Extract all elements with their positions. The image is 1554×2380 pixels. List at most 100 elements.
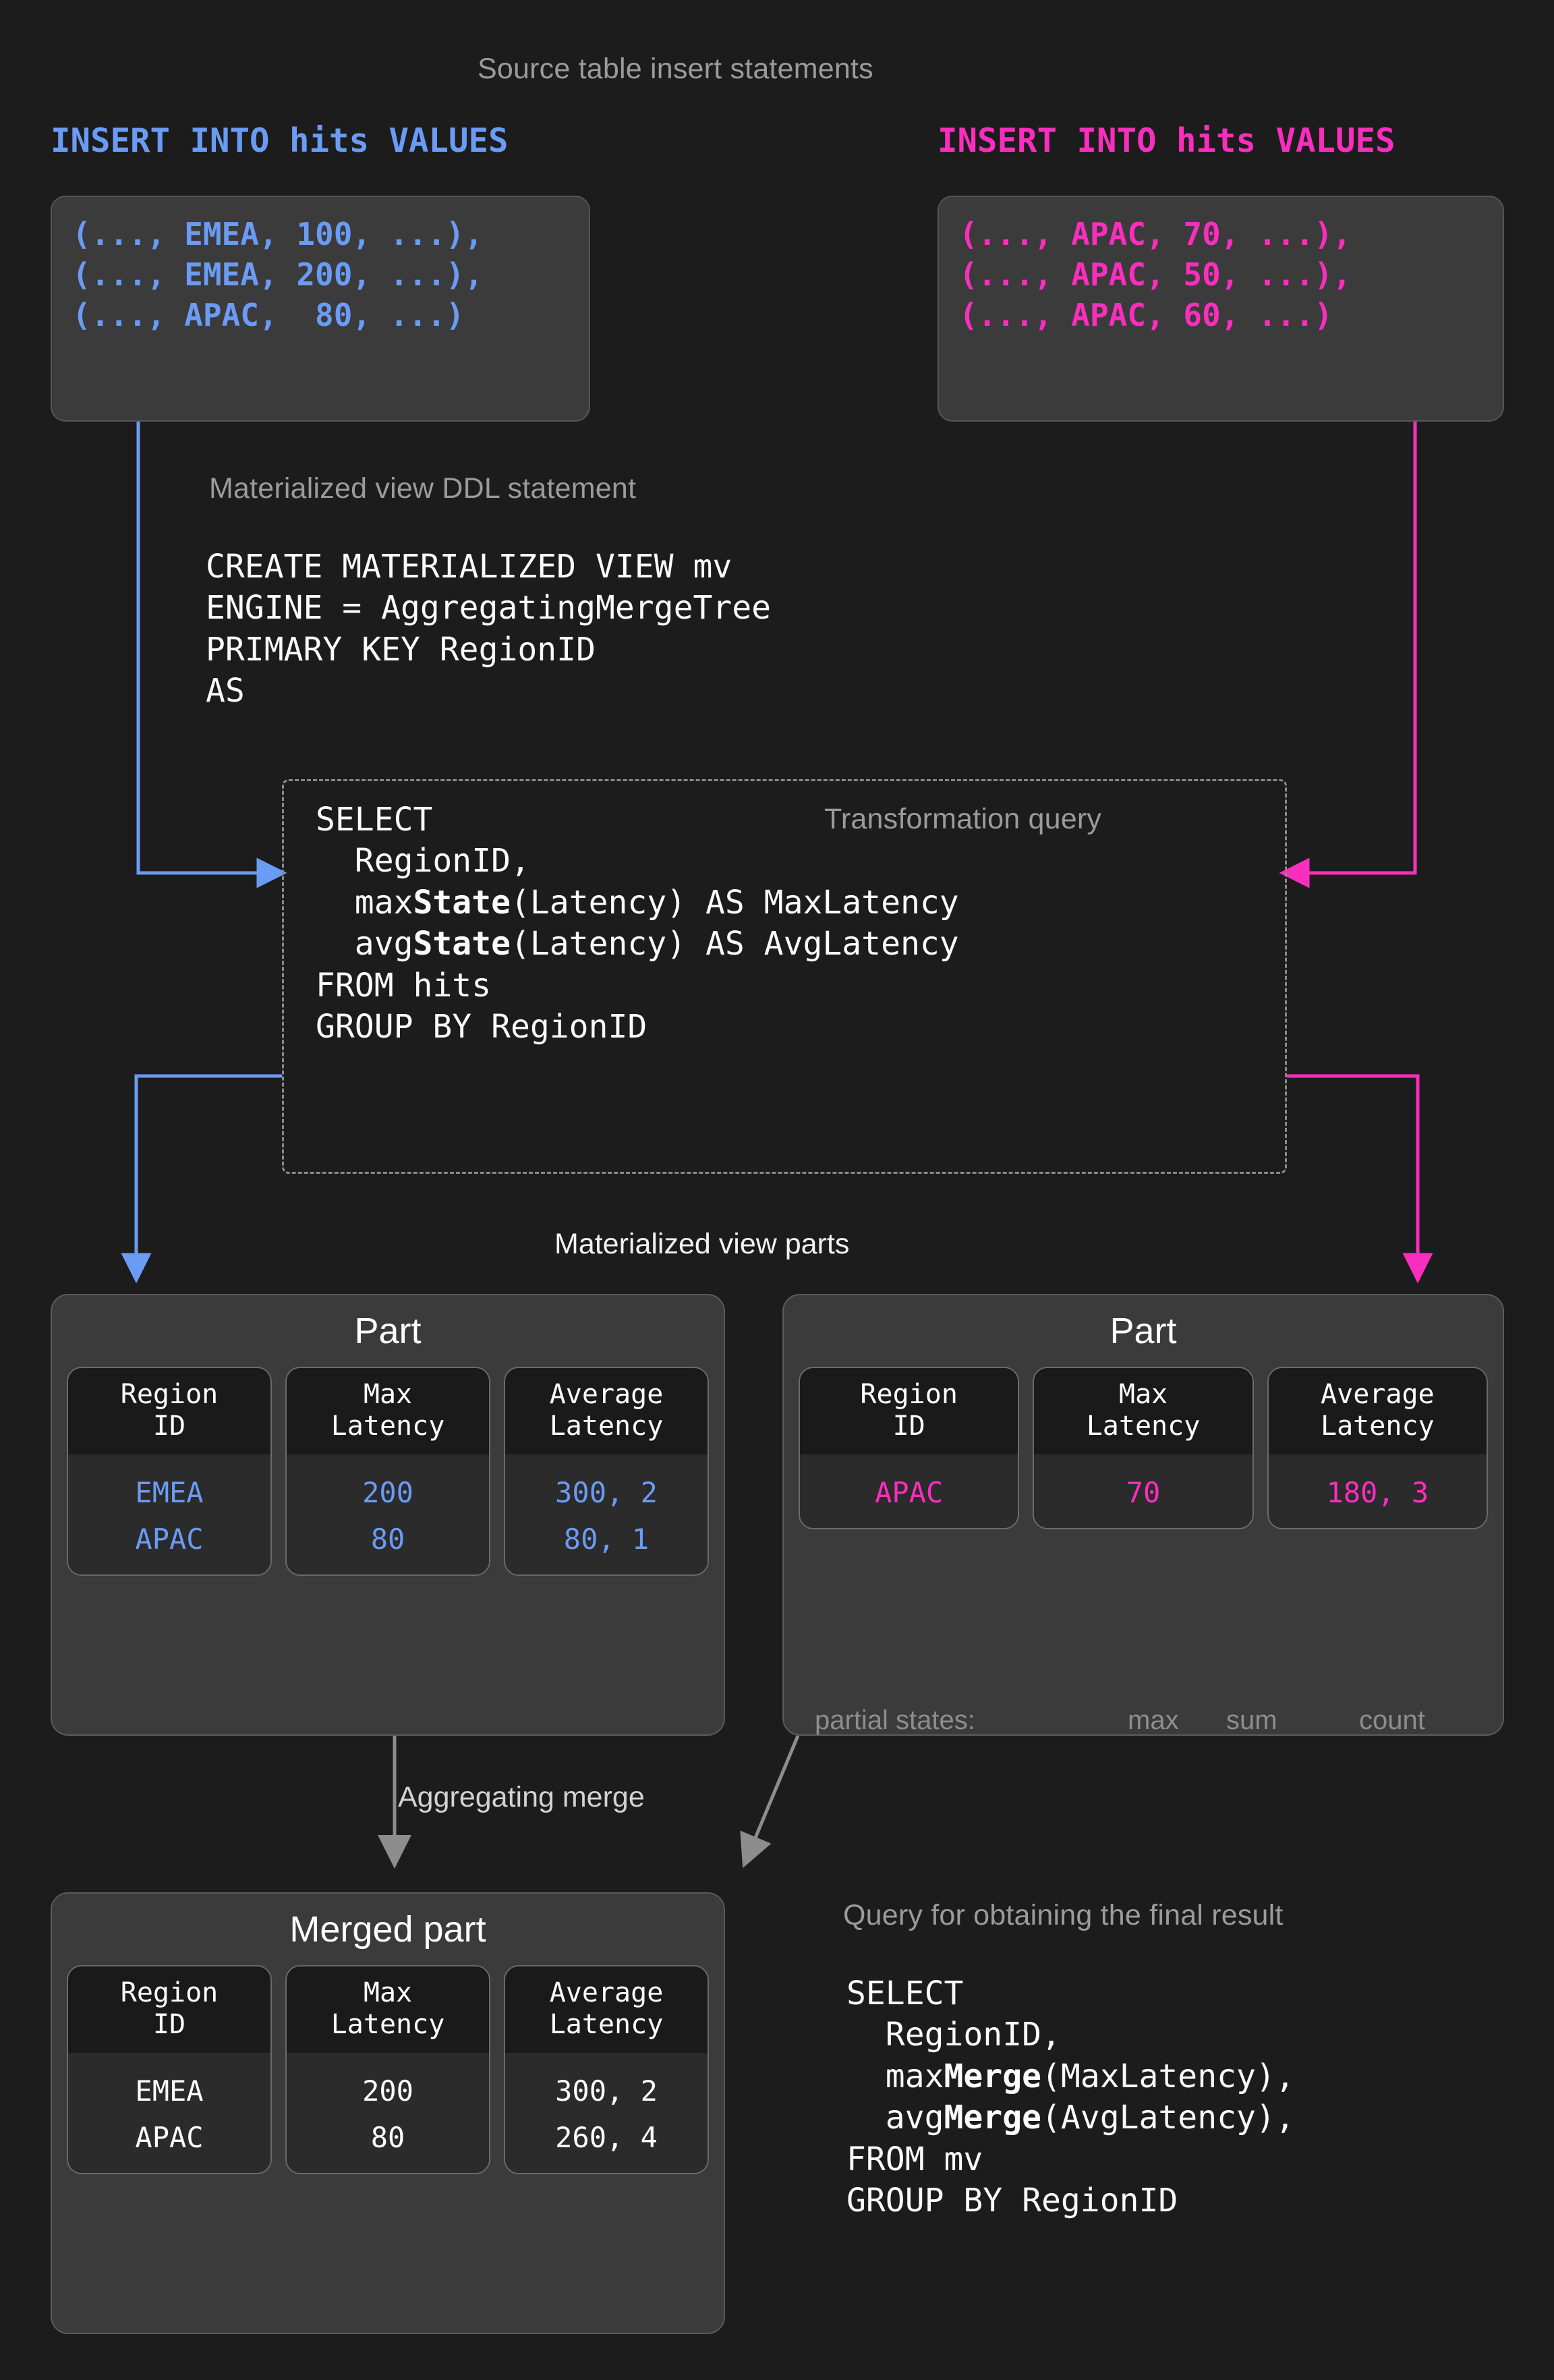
right-insert-row-1: (..., APAC, 70, ...), [959, 216, 1352, 252]
merged-col-head-region-id: Region ID [68, 1966, 270, 2053]
right-part-title: Part [1110, 1311, 1177, 1351]
merged-col-body-avg-latency: 300, 2 260, 4 [505, 2053, 708, 2174]
left-col-body-max-latency: 200 80 [287, 1454, 489, 1575]
left-col-body-region-id: EMEA APAC [68, 1454, 270, 1575]
tq-line-2: RegionID, [316, 842, 530, 880]
left-col-head-region-id: Region ID [68, 1368, 270, 1455]
fq-line-4-pre: avg [846, 2099, 944, 2137]
left-cell-max-1: 80 [370, 1523, 405, 1556]
merged-part-title: Merged part [289, 1909, 486, 1950]
left-col-head-max-latency: Max Latency [287, 1368, 489, 1455]
source-inserts-heading: Source table insert statements [478, 53, 873, 85]
right-part-card: Part Region ID APAC Max Latency 70 Avera… [782, 1294, 1504, 1736]
fq-line-1: SELECT [846, 1975, 964, 2012]
right-col-head-avg-latency: Average Latency [1268, 1368, 1487, 1455]
tq-line-1: SELECT [316, 801, 433, 839]
right-col-head-max-latency: Max Latency [1034, 1368, 1253, 1455]
right-part-col-avg-latency: Average Latency 180, 3 [1267, 1367, 1488, 1530]
left-part-columns: Region ID EMEA APAC Max Latency 200 80 A… [52, 1352, 724, 1593]
mv-parts-heading: Materialized view parts [554, 1228, 850, 1260]
fq-line-3-post: (MaxLatency), [1041, 2057, 1295, 2095]
merged-col-head-max-latency: Max Latency [287, 1966, 489, 2053]
merged-cell-region-0: EMEA [135, 2074, 204, 2108]
right-part-col-max-latency: Max Latency 70 [1033, 1367, 1254, 1530]
tq-line-3-bold: State [413, 883, 511, 922]
fq-line-3: maxMerge(MaxLatency), [846, 2056, 1295, 2097]
right-insert-header: INSERT INTO hits VALUES [938, 121, 1395, 160]
final-query-code: SELECT RegionID, maxMerge(MaxLatency), a… [846, 1973, 1295, 2222]
merged-cell-avg-1: 260, 4 [555, 2121, 658, 2155]
right-col-body-max-latency: 70 [1034, 1454, 1253, 1529]
left-part-col-region-id: Region ID EMEA APAC [67, 1367, 272, 1577]
merged-part-columns: Region ID EMEA APAC Max Latency 200 80 A… [52, 1950, 724, 2192]
tq-line-3-pre: max [316, 883, 413, 922]
right-insert-row-3: (..., APAC, 60, ...) [959, 296, 1333, 333]
left-cell-region-1: APAC [135, 1523, 204, 1556]
arrow-query-to-left-part [121, 1074, 282, 1284]
right-insert-row-2: (..., APAC, 50, ...), [959, 256, 1352, 293]
merged-cell-max-1: 80 [370, 2121, 405, 2155]
arrow-right-insert-to-query [1279, 422, 1417, 888]
final-query-heading: Query for obtaining the final result [843, 1899, 1284, 1931]
left-insert-row-1: (..., EMEA, 100, ...), [72, 216, 484, 252]
fq-line-4-bold: Merge [944, 2099, 1042, 2137]
left-insert-row-2: (..., EMEA, 200, ...), [72, 256, 484, 293]
right-cell-region-0: APAC [875, 1476, 944, 1510]
tq-line-4-pre: avg [316, 925, 413, 963]
merged-cell-max-0: 200 [362, 2074, 413, 2108]
merged-cell-region-1: APAC [135, 2121, 204, 2155]
mv-ddl-code: CREATE MATERIALIZED VIEW mv ENGINE = Agg… [206, 546, 771, 712]
left-cell-max-0: 200 [362, 1476, 413, 1510]
left-part-col-max-latency: Max Latency 200 80 [285, 1367, 490, 1577]
left-part-card: Part Region ID EMEA APAC Max Latency 200… [51, 1294, 725, 1736]
tq-line-4: avgState(Latency) AS AvgLatency [316, 924, 959, 965]
tq-line-3-post: (Latency) AS MaxLatency [511, 883, 959, 922]
left-cell-avg-0: 300, 2 [555, 1476, 658, 1510]
left-insert-row-3: (..., APAC, 80, ...) [72, 296, 465, 333]
transformation-query-code: SELECT RegionID, maxState(Latency) AS Ma… [316, 799, 959, 1048]
tq-line-3: maxState(Latency) AS MaxLatency [316, 882, 959, 924]
ddl-line-4: AS [206, 672, 245, 710]
aggregating-merge-label: Aggregating merge [398, 1781, 645, 1813]
fq-line-3-pre: max [846, 2057, 944, 2095]
left-cell-region-0: EMEA [135, 1476, 204, 1510]
fq-line-6: GROUP BY RegionID [846, 2182, 1178, 2220]
merged-col-head-avg-latency: Average Latency [505, 1966, 708, 2053]
partial-states-label: partial states: [815, 1705, 975, 1735]
right-col-head-region-id: Region ID [800, 1368, 1018, 1455]
left-part-col-avg-latency: Average Latency 300, 2 80, 1 [504, 1367, 709, 1577]
merged-part-col-avg-latency: Average Latency 300, 2 260, 4 [504, 1965, 709, 2175]
arrow-query-to-right-part [1287, 1074, 1433, 1284]
merged-part-col-region-id: Region ID EMEA APAC [67, 1965, 272, 2175]
partial-states-count: count [1359, 1705, 1425, 1735]
fq-line-2: RegionID, [846, 2016, 1061, 2054]
tq-line-5: FROM hits [316, 966, 492, 1004]
merged-part-card: Merged part Region ID EMEA APAC Max Late… [51, 1892, 725, 2334]
partial-states-sum: sum [1226, 1705, 1277, 1735]
left-part-title: Part [354, 1311, 422, 1351]
right-part-columns: Region ID APAC Max Latency 70 Average La… [784, 1352, 1503, 1547]
merged-part-col-max-latency: Max Latency 200 80 [285, 1965, 490, 2175]
left-col-head-avg-latency: Average Latency [505, 1368, 708, 1455]
left-insert-card: (..., EMEA, 100, ...), (..., EMEA, 200, … [51, 196, 590, 422]
transformation-query-heading: Transformation query [824, 803, 1102, 835]
merged-cell-avg-0: 300, 2 [555, 2074, 658, 2108]
right-part-col-region-id: Region ID APAC [799, 1367, 1020, 1530]
right-col-body-avg-latency: 180, 3 [1268, 1454, 1487, 1529]
tq-line-4-post: (Latency) AS AvgLatency [511, 925, 959, 963]
right-insert-card: (..., APAC, 70, ...), (..., APAC, 50, ..… [938, 196, 1504, 422]
ddl-line-2: ENGINE = AggregatingMergeTree [206, 589, 772, 627]
tq-line-4-bold: State [413, 925, 511, 963]
ddl-line-3: PRIMARY KEY RegionID [206, 630, 596, 669]
fq-line-5: FROM mv [846, 2140, 983, 2178]
merged-col-body-region-id: EMEA APAC [68, 2053, 270, 2174]
right-cell-max-0: 70 [1126, 1476, 1161, 1510]
right-cell-avg-0: 180, 3 [1326, 1476, 1429, 1510]
fq-line-4-post: (AvgLatency), [1041, 2099, 1295, 2137]
left-insert-header: INSERT INTO hits VALUES [51, 121, 509, 160]
left-cell-avg-1: 80, 1 [563, 1523, 650, 1556]
arrow-right-part-to-merged [740, 1735, 800, 1869]
transformation-query-box [282, 779, 1287, 1174]
right-col-body-region-id: APAC [800, 1454, 1018, 1529]
partial-states-max: max [1128, 1705, 1179, 1735]
